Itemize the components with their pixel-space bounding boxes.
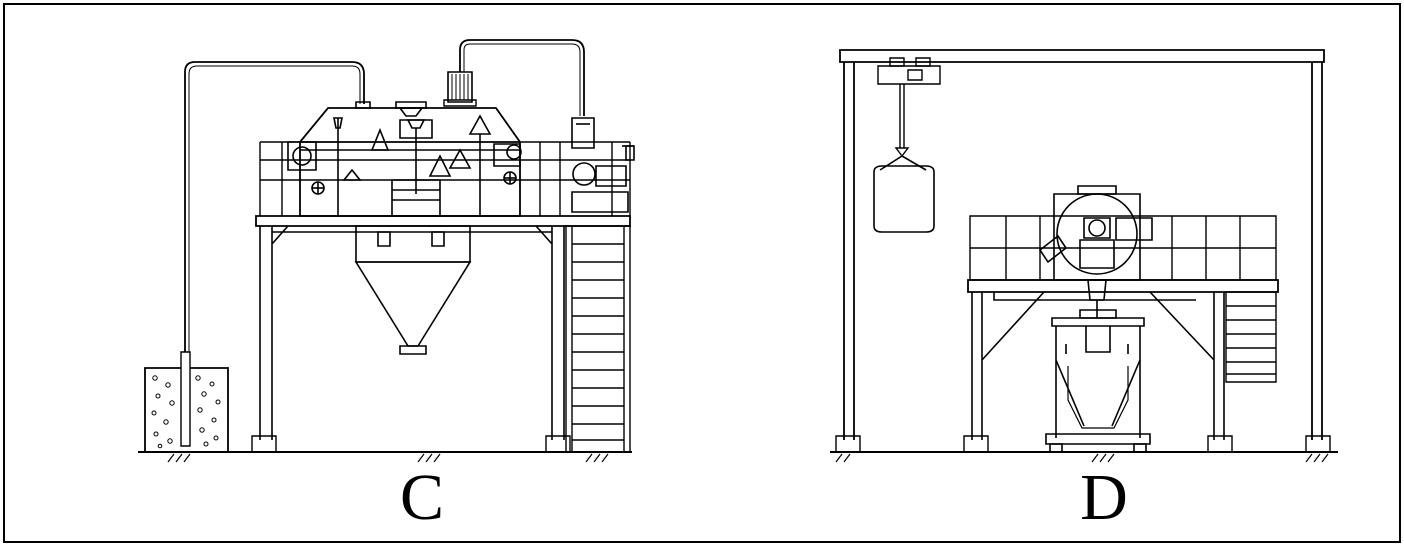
ton-bag-hanging [874, 156, 934, 232]
railing-d [970, 216, 1276, 280]
ton-bag-frame [1046, 310, 1150, 452]
electric-hoist [878, 58, 940, 156]
platform-deck-c [256, 216, 630, 226]
gantry-frame [836, 50, 1330, 452]
feed-pipe-right [460, 40, 584, 116]
material-tank [145, 352, 228, 452]
stairs-d [1226, 292, 1276, 382]
ground-hatch-d [836, 454, 1328, 462]
figure-label-c: C [399, 461, 445, 534]
platform-deck-d [968, 280, 1278, 292]
figure-label-d: D [1080, 461, 1128, 534]
figure-c [138, 40, 634, 462]
frame-c [260, 226, 564, 440]
frame-d [972, 292, 1224, 440]
tank-particles [152, 376, 220, 448]
motor-c [572, 118, 594, 148]
diagram-border [4, 4, 1400, 542]
ground-hatch-c [168, 454, 608, 462]
vacuum-filter [448, 72, 472, 102]
railing-c [260, 142, 630, 216]
hopper-c [356, 226, 470, 354]
stairs-c [566, 226, 630, 452]
mixer-body-d [1040, 186, 1152, 318]
figure-d [830, 50, 1338, 462]
feed-pipe-left [185, 62, 364, 352]
